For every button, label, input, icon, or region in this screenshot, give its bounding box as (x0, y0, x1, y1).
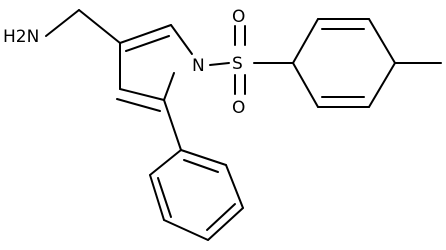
oxygen-top-label: O (232, 7, 245, 27)
aminomethyl-bonds (45, 9, 121, 44)
amine-label: H2N (3, 27, 39, 47)
sulfur-label: S (232, 54, 243, 74)
nitrogen-label: N (192, 56, 205, 76)
sulfonyl-bonds (209, 25, 294, 95)
pyrrole-ring (116, 24, 193, 112)
tolyl-ring (292, 18, 442, 108)
oxygen-bottom-label: O (232, 98, 245, 118)
phenyl-ring (149, 99, 244, 241)
